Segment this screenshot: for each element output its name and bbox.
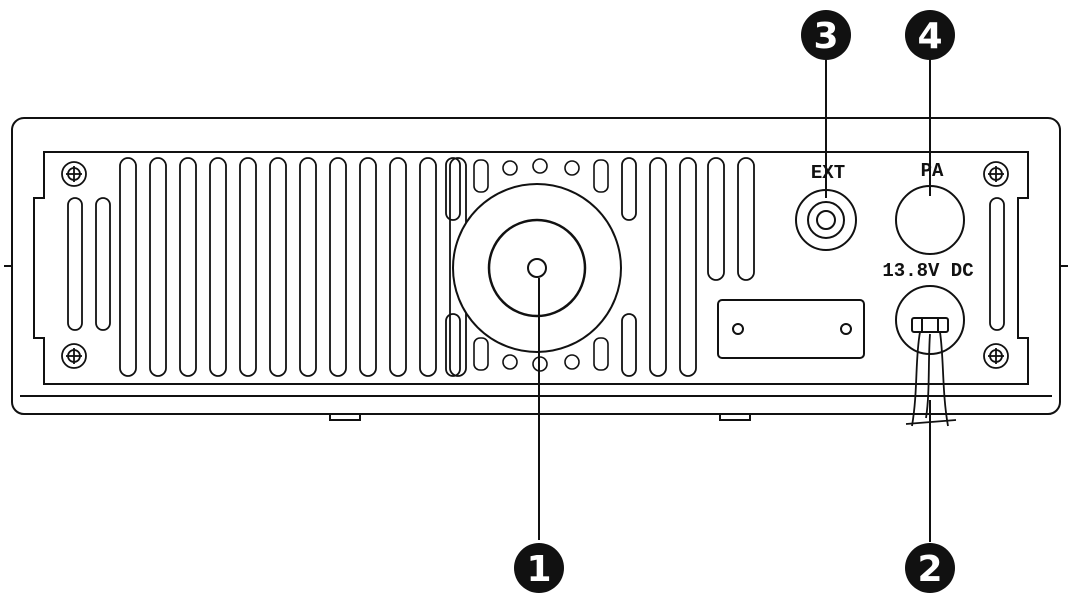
antenna-connector	[452, 183, 622, 353]
vent-slot	[239, 157, 257, 377]
vent-slot	[95, 197, 111, 331]
vent-slot	[359, 157, 377, 377]
vent-slot	[119, 157, 137, 377]
vent-slot	[445, 313, 461, 377]
power-cable	[905, 331, 957, 427]
callout-3: 3	[801, 10, 851, 60]
dc-power-socket	[895, 285, 965, 355]
vent-slot	[179, 157, 197, 377]
vent-slot	[67, 197, 83, 331]
ext-speaker-jack	[795, 189, 857, 251]
vent-slot	[419, 157, 437, 377]
vent-slot	[621, 313, 637, 377]
chassis	[4, 117, 1068, 421]
pa-label: PA	[921, 160, 944, 182]
ventilation-slots	[67, 157, 1005, 377]
rear-panel-plate	[33, 151, 1029, 385]
screw-icon	[61, 161, 87, 187]
vent-slot	[269, 157, 287, 377]
vent-slot	[299, 157, 317, 377]
vent-slot	[707, 157, 725, 281]
vent-slot	[329, 157, 347, 377]
callout-2: 2	[905, 543, 955, 593]
callout-4: 4	[905, 10, 955, 60]
leader-lines	[538, 58, 931, 542]
vent-slot	[621, 157, 637, 221]
vent-slot	[445, 157, 461, 221]
vent-slot	[649, 157, 667, 377]
vent-slot	[679, 157, 697, 377]
callout-1: 1	[514, 543, 564, 593]
svg-text:1: 1	[526, 549, 551, 590]
corner-screws	[61, 161, 1009, 369]
vent-slot	[149, 157, 167, 377]
vent-slot	[209, 157, 227, 377]
svg-text:4: 4	[917, 16, 942, 57]
cover-plate	[717, 299, 865, 359]
vent-slot	[389, 157, 407, 377]
svg-text:3: 3	[813, 16, 838, 57]
vent-slot	[737, 157, 755, 281]
pa-jack	[895, 185, 965, 255]
screw-icon	[983, 161, 1009, 187]
ext-label: EXT	[811, 162, 845, 184]
vent-slot	[989, 197, 1005, 331]
screw-icon	[61, 343, 87, 369]
power-label: 13.8V DC	[882, 260, 973, 282]
screw-icon	[983, 343, 1009, 369]
svg-text:2: 2	[917, 549, 942, 590]
